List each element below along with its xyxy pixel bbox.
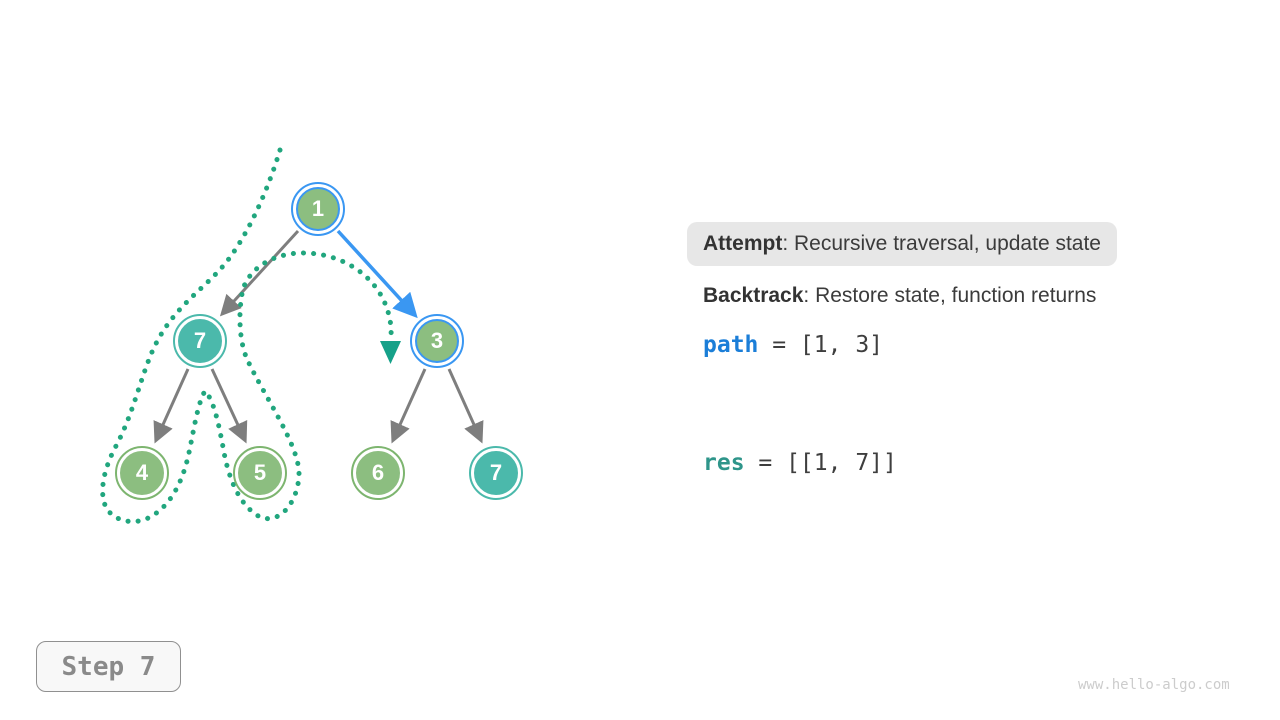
watermark: www.hello-algo.com bbox=[1078, 677, 1230, 693]
res-variable-line: res = [[1, 7]] bbox=[703, 449, 897, 477]
backtrack-note: Backtrack: Restore state, function retur… bbox=[703, 283, 1096, 309]
edge-1-7 bbox=[219, 229, 300, 317]
trail-arrowhead-icon bbox=[380, 341, 401, 364]
attempt-text: : Recursive traversal, update state bbox=[782, 232, 1101, 255]
traversal-trail-dotted bbox=[100, 147, 394, 525]
path-variable-value: = [1, 3] bbox=[758, 332, 884, 358]
tree-node-1: 1 bbox=[291, 182, 345, 236]
res-variable-value: = [[1, 7]] bbox=[744, 450, 897, 476]
path-variable-name: path bbox=[703, 332, 759, 358]
tree-node-3: 3 bbox=[410, 314, 464, 368]
backtrack-text: : Restore state, function returns bbox=[803, 284, 1097, 307]
tree-node-4-label: 4 bbox=[120, 451, 164, 495]
attempt-label: Attempt bbox=[703, 232, 783, 255]
attempt-note: Attempt: Recursive traversal, update sta… bbox=[687, 222, 1117, 266]
tree-node-6: 6 bbox=[351, 446, 405, 500]
tree-node-3-label: 3 bbox=[415, 319, 459, 363]
tree-node-1-label: 1 bbox=[296, 187, 340, 231]
tree-node-5-label: 5 bbox=[238, 451, 282, 495]
backtrack-label: Backtrack bbox=[703, 284, 804, 307]
tree-node-7-left-label: 7 bbox=[178, 319, 222, 363]
tree-node-7-left: 7 bbox=[173, 314, 227, 368]
edge-1-3-highlighted bbox=[336, 229, 418, 319]
tree-node-5: 5 bbox=[233, 446, 287, 500]
edge-3-6 bbox=[390, 368, 427, 444]
edge-3-5 bbox=[210, 368, 248, 444]
res-variable-name: res bbox=[703, 450, 745, 476]
edge-7-4 bbox=[153, 368, 190, 444]
tree-node-6-label: 6 bbox=[356, 451, 400, 495]
path-variable-line: path = [1, 3] bbox=[703, 331, 883, 359]
tree-node-4: 4 bbox=[115, 446, 169, 500]
step-badge: Step 7 bbox=[36, 641, 181, 692]
tree-node-7-right: 7 bbox=[469, 446, 523, 500]
edge-3-7 bbox=[447, 368, 484, 444]
tree-node-7-right-label: 7 bbox=[474, 451, 518, 495]
